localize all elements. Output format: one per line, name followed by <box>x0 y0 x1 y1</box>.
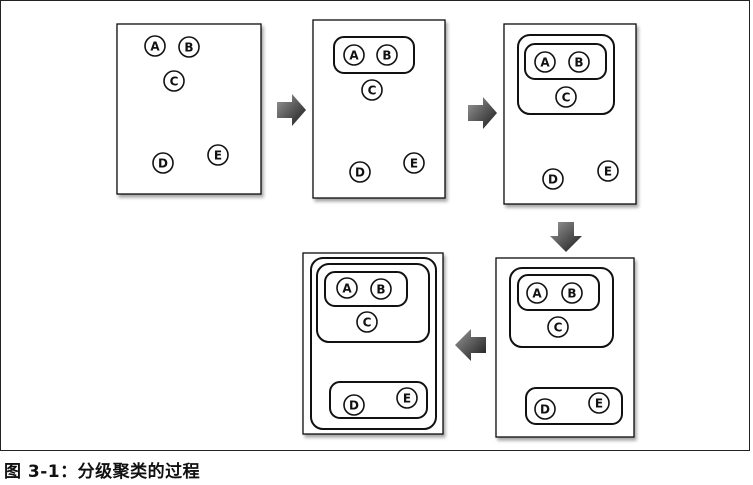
node-c-label: C <box>368 84 377 98</box>
arrow-right-icon <box>468 97 497 129</box>
node-e: E <box>403 152 425 174</box>
node-e-label: E <box>214 149 222 163</box>
arrow-left-icon <box>455 329 486 361</box>
node-a-label: A <box>342 282 352 296</box>
panel-step-5: A B C D E <box>302 252 444 435</box>
node-e: E <box>597 160 619 182</box>
node-a-label: A <box>532 287 542 301</box>
cluster-abc <box>509 267 614 348</box>
arrow-down-icon <box>550 222 582 252</box>
node-c-label: C <box>170 75 179 89</box>
node-c: C <box>555 86 577 108</box>
node-b-label: B <box>382 49 391 63</box>
node-a: A <box>144 35 166 57</box>
node-b-label: B <box>567 287 576 301</box>
node-a: A <box>336 277 358 299</box>
cluster-abc <box>517 34 615 115</box>
cluster-abc <box>316 263 430 343</box>
node-a: A <box>534 51 556 73</box>
node-e: E <box>396 387 418 409</box>
node-c: C <box>356 311 378 333</box>
node-c: C <box>547 316 569 338</box>
cluster-de <box>329 381 428 419</box>
node-d-label: D <box>158 157 168 171</box>
node-d: D <box>349 161 371 183</box>
node-c-label: C <box>562 91 571 105</box>
node-b: B <box>568 51 590 73</box>
node-e-label: E <box>604 165 612 179</box>
node-d: D <box>534 398 556 420</box>
node-b: B <box>178 36 200 58</box>
node-b-label: B <box>376 283 385 297</box>
panel-2-card <box>312 19 446 199</box>
node-b: B <box>370 278 392 300</box>
node-b: B <box>561 282 583 304</box>
panel-step-3: A B C D E <box>503 23 637 205</box>
node-a: A <box>343 44 365 66</box>
figure-border <box>0 0 750 451</box>
panel-step-1: A B C D E <box>116 23 262 195</box>
panel-step-2: A B C D E <box>312 19 446 199</box>
node-e-label: E <box>403 392 411 406</box>
node-c: C <box>361 79 383 101</box>
node-d: D <box>542 168 564 190</box>
panel-5-card <box>302 252 444 435</box>
node-d-label: D <box>349 399 359 413</box>
panel-step-4: A B C D E <box>495 257 635 438</box>
node-c: C <box>163 70 185 92</box>
cluster-ab <box>517 274 600 311</box>
cluster-ab <box>324 271 408 307</box>
cluster-de <box>525 387 623 425</box>
cluster-all <box>310 257 437 430</box>
node-d-label: D <box>355 166 365 180</box>
node-d-label: D <box>540 403 550 417</box>
node-e: E <box>207 144 229 166</box>
node-a-label: A <box>540 56 550 70</box>
node-a-label: A <box>150 40 160 54</box>
node-d: D <box>343 394 365 416</box>
arrow-right-icon <box>277 94 306 126</box>
node-d: D <box>152 152 174 174</box>
node-d-label: D <box>548 173 558 187</box>
node-a: A <box>526 282 548 304</box>
node-e: E <box>588 392 610 414</box>
node-e-label: E <box>410 157 418 171</box>
cluster-ab <box>333 36 415 74</box>
node-c-label: C <box>554 321 563 335</box>
node-b-label: B <box>574 56 583 70</box>
figure-caption: 图 3-1：分级聚类的过程 <box>4 462 201 482</box>
cluster-ab <box>524 43 607 80</box>
node-b: B <box>376 44 398 66</box>
node-e-label: E <box>595 397 603 411</box>
node-b-label: B <box>184 41 193 55</box>
node-a-label: A <box>349 49 359 63</box>
node-c-label: C <box>363 316 372 330</box>
